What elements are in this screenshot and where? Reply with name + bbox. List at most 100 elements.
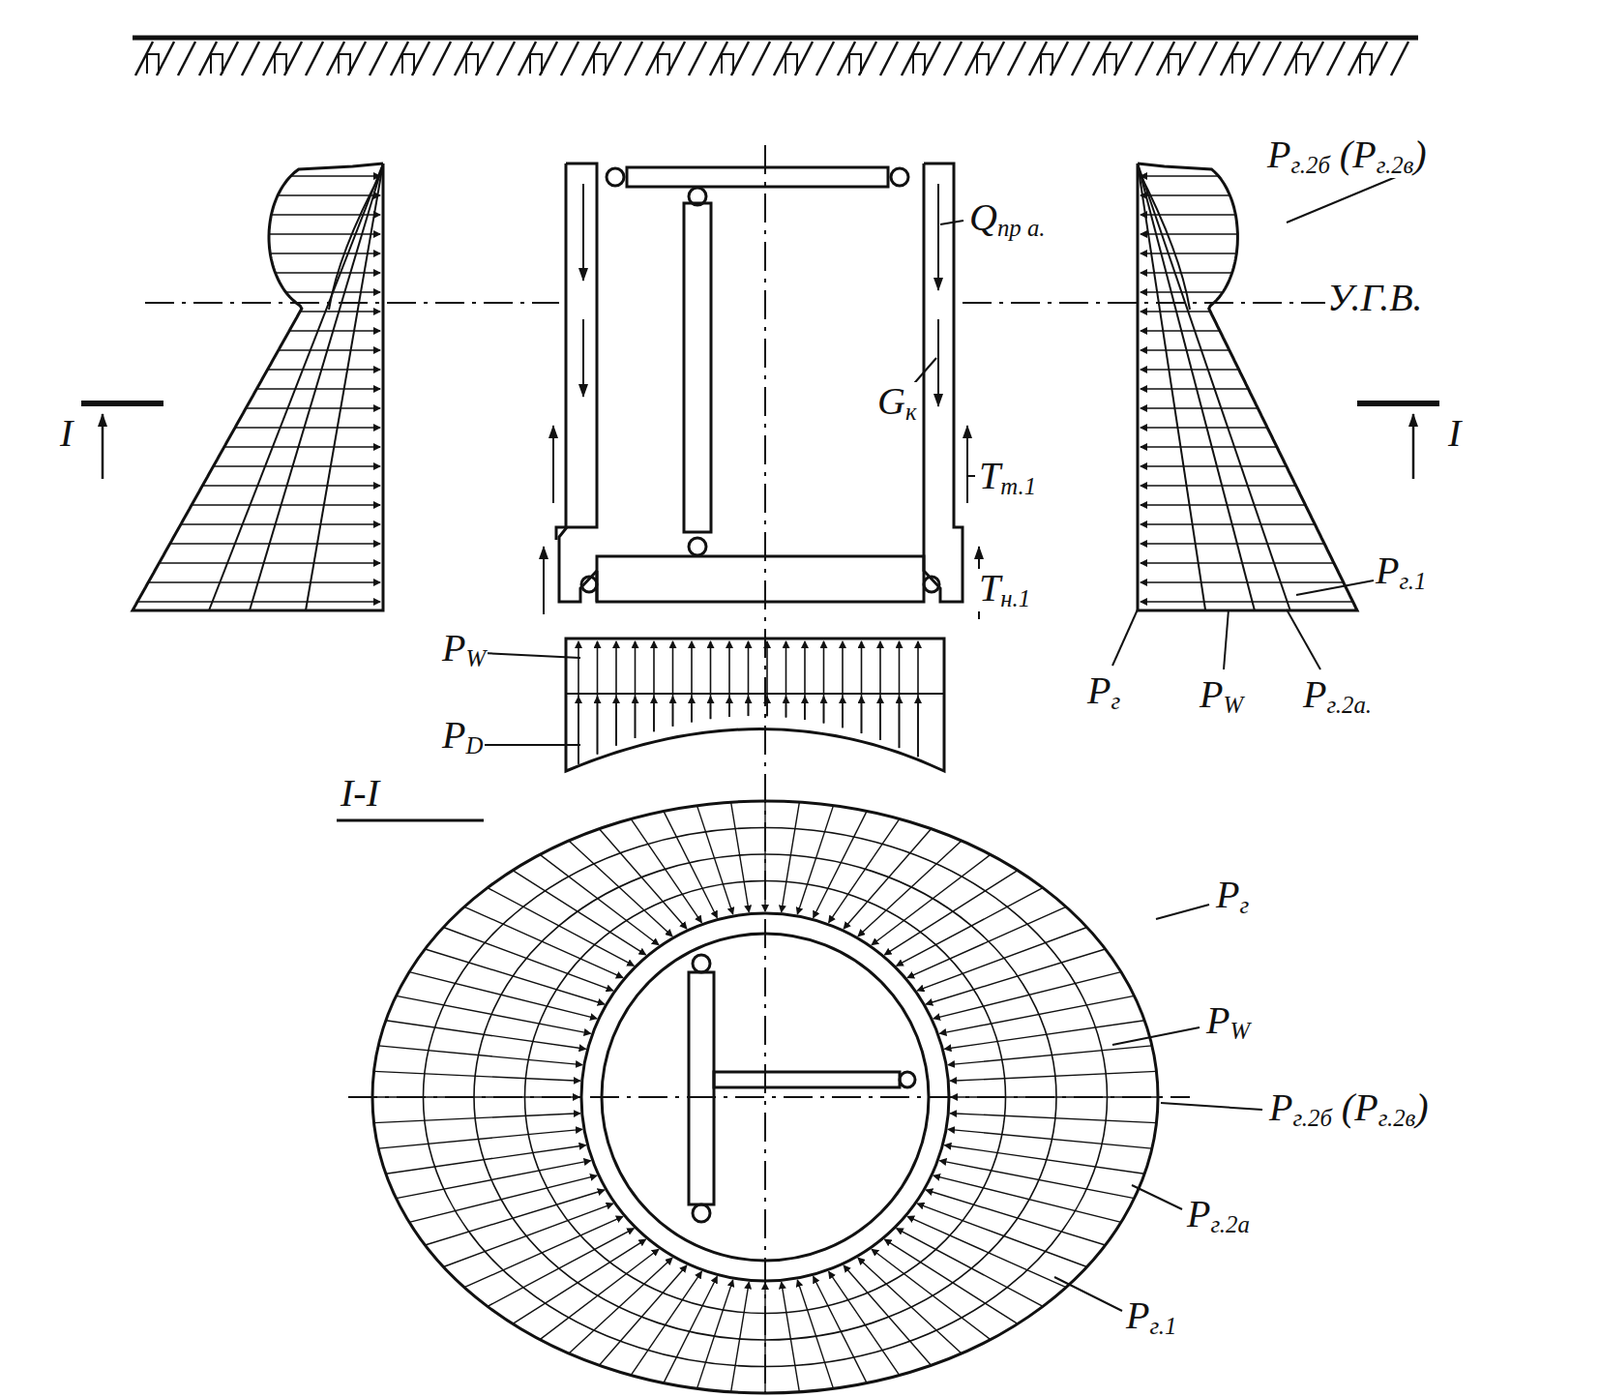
radial-pressure-arrow (443, 926, 613, 990)
ground-hatch (1135, 41, 1154, 76)
base-pressure-arrow (652, 696, 655, 732)
pressure-arrow (277, 194, 381, 197)
pressure-arrow (1140, 252, 1237, 255)
ground-hatch (688, 41, 707, 76)
pressure-arrow (256, 387, 381, 390)
ground-hatch (274, 54, 287, 74)
load-label: I-I (338, 773, 382, 813)
ground-hatch (710, 41, 728, 76)
pressure-arrow (1140, 445, 1277, 448)
radial-pressure-arrow (858, 1257, 962, 1354)
pressure-arrow (270, 213, 381, 216)
radial-pressure-arrow (598, 829, 686, 929)
radial-pressure-arrow (395, 1160, 591, 1199)
load-label: Qпр а. (967, 198, 1047, 241)
plan-strut-joint (899, 1071, 916, 1088)
load-label: PW (1197, 675, 1245, 718)
ground-hatch (1040, 54, 1053, 74)
ground-hatch (326, 41, 345, 76)
ground-hatch (561, 41, 579, 76)
pressure-arrow (1140, 310, 1211, 313)
ground-hatch (466, 54, 478, 74)
pressure-arrow (1140, 233, 1238, 236)
ground-hatch (1007, 41, 1026, 76)
load-label: I (1446, 414, 1463, 453)
base-pressure-arrow (803, 696, 806, 720)
ground-hatch (965, 41, 983, 76)
ground-hatch (1327, 41, 1345, 76)
radial-pressure-arrow (813, 810, 867, 918)
pressure-arrow (1140, 484, 1297, 487)
pressure-arrow (267, 368, 381, 371)
pressure-component (328, 169, 384, 310)
radial-pressure-arrow (829, 1271, 900, 1375)
base-pressure-arrow (879, 641, 882, 741)
base-pressure-arrow (785, 696, 788, 718)
ground-hatch (785, 54, 798, 74)
ground-hatch (1348, 41, 1366, 76)
pressure-arrow (1140, 542, 1325, 545)
pressure-arrow (1140, 407, 1258, 410)
pressure-component (1137, 169, 1190, 310)
plan-strut-joint (692, 1204, 711, 1222)
base-pressure-arrow (596, 641, 599, 755)
ground-hatch (1220, 41, 1239, 76)
pressure-arrow (275, 271, 381, 274)
ground-hatch (241, 41, 260, 76)
ground-hatch (944, 41, 962, 76)
pressure-arrow (191, 503, 381, 506)
base-pressure-arrow (710, 696, 712, 719)
ground-hatch (624, 41, 643, 76)
pressure-arrow (1140, 465, 1287, 468)
pressure-arrow (1140, 600, 1354, 603)
radial-pressure-arrow (395, 995, 591, 1034)
ground-hatch (1263, 41, 1281, 76)
pressure-arrow (213, 465, 381, 468)
ground-hatch (433, 41, 451, 76)
radial-pressure-arrow (385, 1145, 587, 1175)
load-label: Tн.1 (977, 568, 1033, 612)
ground-hatch (721, 54, 734, 74)
ground-hatch (402, 54, 415, 74)
ground-hatch (147, 54, 159, 74)
base-pressure-arrow (841, 696, 844, 728)
base-pressure-arrow (766, 641, 769, 716)
radial-pressure-arrow (539, 1248, 659, 1339)
load-label: Gк (875, 382, 919, 425)
base-pressure-arrow (690, 641, 693, 722)
base-pressure-arrow (917, 641, 919, 757)
ground-hatch (657, 54, 670, 74)
base-pressure-arrow (785, 641, 788, 718)
radial-pressure-arrow (843, 829, 931, 929)
load-label: Pг.2а (1185, 1194, 1252, 1238)
radial-pressure-arrow (409, 972, 597, 1019)
base-pressure-arrow (652, 641, 655, 732)
radial-pressure-arrow (663, 810, 717, 918)
pressure-arrow (291, 175, 381, 178)
base-pressure-arrow (710, 641, 712, 719)
load-label: PD (440, 715, 485, 759)
radial-pressure-arrow (568, 840, 673, 937)
pressure-arrow (1140, 329, 1220, 332)
base-pressure-arrow (672, 696, 675, 727)
ground-hatch (390, 41, 409, 76)
base-pressure-arrow (596, 696, 599, 755)
base-pressure-arrow (803, 641, 806, 720)
radial-pressure-arrow (487, 888, 634, 967)
base-pressure-arrow (577, 641, 580, 765)
radial-pressure-arrow (896, 1228, 1043, 1307)
load-label: Pг.2а. (1301, 675, 1374, 718)
ground-hatch (1093, 41, 1111, 76)
ground-hatch (913, 54, 925, 74)
ground-hatch (369, 41, 387, 76)
pressure-arrow (285, 291, 381, 294)
radial-pressure-arrow (797, 805, 833, 915)
plan-strut (713, 1071, 900, 1088)
pressure-arrow (1140, 213, 1236, 216)
load-label: PW (1204, 1001, 1252, 1044)
ground-hatch (1104, 54, 1117, 74)
base-pressure-arrow (672, 641, 675, 727)
radial-pressure-arrow (939, 1160, 1134, 1199)
radial-pressure-arrow (933, 972, 1122, 1019)
base-pressure-arrow (634, 641, 637, 739)
